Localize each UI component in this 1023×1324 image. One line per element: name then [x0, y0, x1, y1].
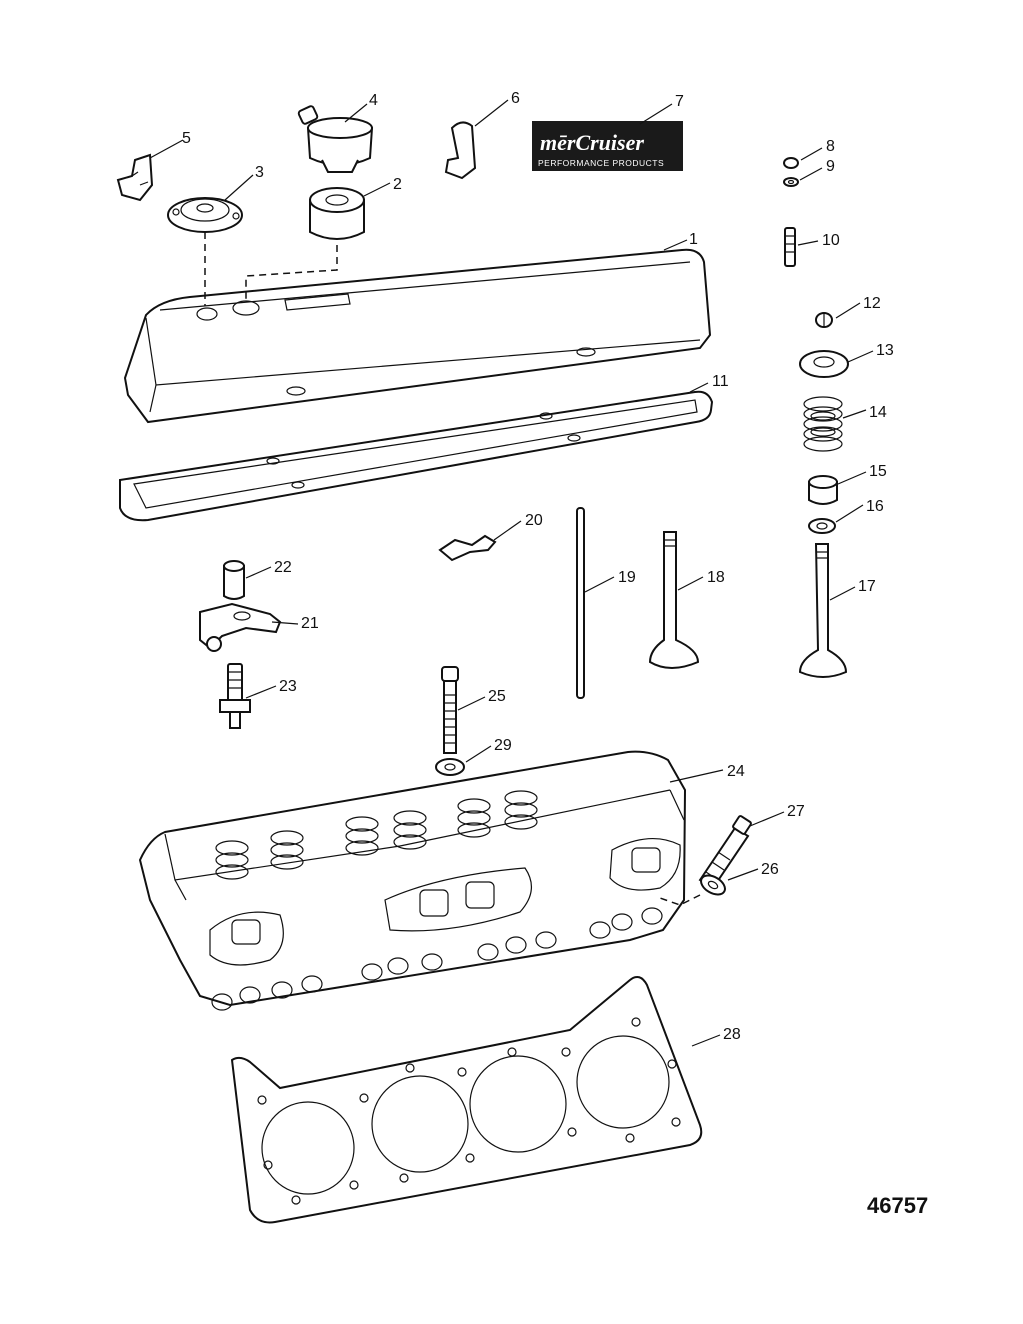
head-valve-springs [215, 790, 538, 880]
part-15-seal [808, 475, 838, 505]
part-10-stud [784, 227, 796, 267]
part-24-cylinder-head [138, 750, 687, 1011]
part-5-bracket [116, 153, 154, 202]
part-14-valve-spring [803, 396, 843, 452]
callout-9: 9 [826, 158, 835, 175]
part-2-grommet [309, 187, 365, 240]
part-23-rocker-stud [219, 663, 251, 729]
callout-2: 2 [393, 176, 402, 193]
part-17-valve [798, 543, 848, 678]
callout-26: 26 [761, 861, 779, 878]
part-8-nut [783, 157, 799, 169]
part-28-head-gasket [230, 975, 703, 1224]
part-26-washer [700, 874, 726, 896]
part-20-guide-plate [438, 534, 497, 562]
part-21-rocker-arm [199, 602, 282, 652]
figure-number: 46757 [867, 1193, 928, 1218]
callout-11: 11 [712, 373, 729, 390]
part-3-cap [167, 197, 243, 233]
callout-18: 18 [707, 569, 725, 586]
callout-12: 12 [863, 295, 881, 312]
callout-3: 3 [255, 164, 264, 181]
part-11-gasket [119, 390, 714, 522]
part-25-bolt [441, 666, 459, 754]
callout-28: 28 [723, 1026, 741, 1043]
callout-25: 25 [488, 688, 506, 705]
callout-1: 1 [689, 231, 698, 248]
part-18-valve [648, 531, 700, 669]
part-29-washer [435, 758, 465, 776]
logo-brand-text: mērCruiser [540, 130, 644, 155]
callout-13: 13 [876, 342, 894, 359]
callout-24: 24 [727, 763, 745, 780]
callout-10: 10 [822, 232, 840, 249]
callout-14: 14 [869, 404, 887, 421]
callout-19: 19 [618, 569, 636, 586]
callout-6: 6 [511, 90, 520, 107]
part-22-ball [223, 560, 245, 600]
part-1-rocker-cover [123, 248, 712, 424]
callout-21: 21 [301, 615, 319, 632]
callout-4: 4 [369, 92, 378, 109]
part-7-logo-decal: mērCruiser PERFORMANCE PRODUCTS [532, 121, 683, 171]
callout-29: 29 [494, 737, 512, 754]
callout-numbers: 1 2 3 4 5 6 7 8 9 10 11 12 13 14 15 16 1… [182, 90, 894, 1043]
callout-22: 22 [274, 559, 292, 576]
part-9-washer [783, 177, 799, 187]
callout-15: 15 [869, 463, 887, 480]
callout-20: 20 [525, 512, 543, 529]
callout-27: 27 [787, 803, 805, 820]
callout-17: 17 [858, 578, 876, 595]
logo-tagline-text: PERFORMANCE PRODUCTS [538, 158, 664, 168]
callout-8: 8 [826, 138, 835, 155]
part-19-pushrod [576, 507, 585, 699]
part-6-clip [444, 121, 477, 180]
callout-16: 16 [866, 498, 884, 515]
callout-7: 7 [675, 93, 684, 110]
part-16-shim [808, 518, 836, 534]
part-12-keeper [815, 312, 833, 328]
part-4-breather [297, 105, 374, 173]
part-13-retainer [799, 350, 849, 378]
leader-lines [149, 99, 874, 1047]
callout-5: 5 [182, 130, 191, 147]
callout-23: 23 [279, 678, 297, 695]
head-bolt-bosses [211, 907, 663, 1011]
gasket-bolt-holes [257, 1017, 681, 1205]
